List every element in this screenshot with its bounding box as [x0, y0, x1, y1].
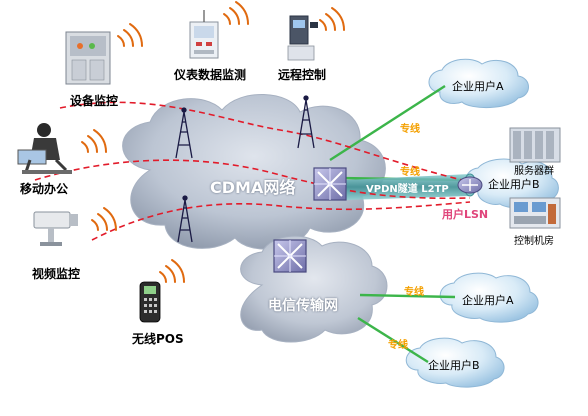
path-middle — [34, 159, 471, 200]
enterprise-cloud-bottom-a — [439, 272, 539, 323]
remote-control-label: 远程控制 — [278, 68, 327, 82]
video-monitoring-label: 视频监控 — [32, 267, 81, 281]
router-cdma — [313, 167, 347, 201]
server-group-icon — [509, 127, 561, 163]
signal-icon-mobile — [81, 129, 107, 153]
meter-device-icon — [189, 10, 219, 59]
enterprise-top-a-label: 企业用户A — [452, 80, 504, 93]
router-telecom — [273, 239, 307, 273]
dedicated-line-label-3: 专线 — [404, 287, 424, 298]
line-telecom-to-bottom-a — [359, 293, 456, 299]
path-top — [59, 101, 471, 183]
enterprise-cloud-top-b — [465, 158, 559, 209]
remote-control-icon — [287, 15, 318, 61]
path-bottom — [91, 201, 471, 241]
router-lsn — [457, 176, 483, 194]
telecom-cloud — [240, 235, 388, 343]
enterprise-bottom-b-label: 企业用户B — [428, 359, 480, 372]
enterprise-cloud-bottom-b — [405, 337, 505, 388]
mobile-office-icon — [17, 123, 72, 174]
user-lsn-label: 用户LSN — [442, 208, 489, 221]
video-camera-icon — [33, 211, 78, 246]
meter-monitoring-label: 仪表数据监测 — [174, 68, 247, 82]
equipment-monitoring-label: 设备监控 — [70, 94, 119, 108]
wireless-pos-label: 无线POS — [132, 332, 184, 346]
control-room-icon — [509, 197, 561, 229]
pos-terminal-icon — [139, 281, 161, 323]
control-room-label: 控制机房 — [514, 236, 554, 247]
cell-tower-icon-right — [297, 95, 315, 149]
signal-icon-meter — [223, 1, 249, 25]
dedicated-line-label-4: 专线 — [388, 340, 408, 351]
enterprise-cloud-top-a — [428, 58, 529, 109]
mobile-office-label: 移动办公 — [20, 182, 69, 196]
red-dashed-paths — [34, 101, 471, 241]
server-group-label: 服务器群 — [514, 166, 554, 177]
signal-icons — [81, 1, 345, 283]
enterprise-top-b-label: 企业用户B — [488, 178, 540, 191]
telecom-network-label: 电信传输网 — [268, 298, 338, 314]
cell-tower-icon-bottom — [177, 195, 193, 243]
signal-icon-equipment — [117, 23, 143, 47]
signal-icon-video — [91, 207, 117, 231]
line-telecom-to-bottom-b — [357, 316, 429, 364]
enterprise-bottom-a-label: 企业用户A — [462, 294, 514, 307]
dedicated-line-label-1: 专线 — [400, 124, 420, 135]
signal-icon-remote — [319, 7, 345, 31]
cdma-cloud — [122, 94, 386, 250]
cell-tower-icon-left — [175, 107, 193, 159]
dedicated-line-label-2: 专线 — [400, 167, 420, 178]
cdma-network-label: CDMA网络 — [210, 178, 296, 197]
equipment-cabinet-icon — [65, 31, 111, 85]
vpdn-tunnel-label: VPDN隧道 L2TP — [366, 184, 449, 195]
signal-icon-pos — [159, 259, 185, 283]
